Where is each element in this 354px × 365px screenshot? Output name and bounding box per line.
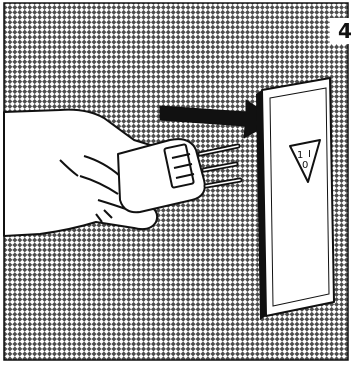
socket-symbol-i: I [308, 149, 311, 160]
step-number: 4 [338, 19, 352, 43]
socket-symbol-0: 0 [302, 160, 308, 171]
wall-socket-icon: 1 0 I [256, 78, 334, 320]
